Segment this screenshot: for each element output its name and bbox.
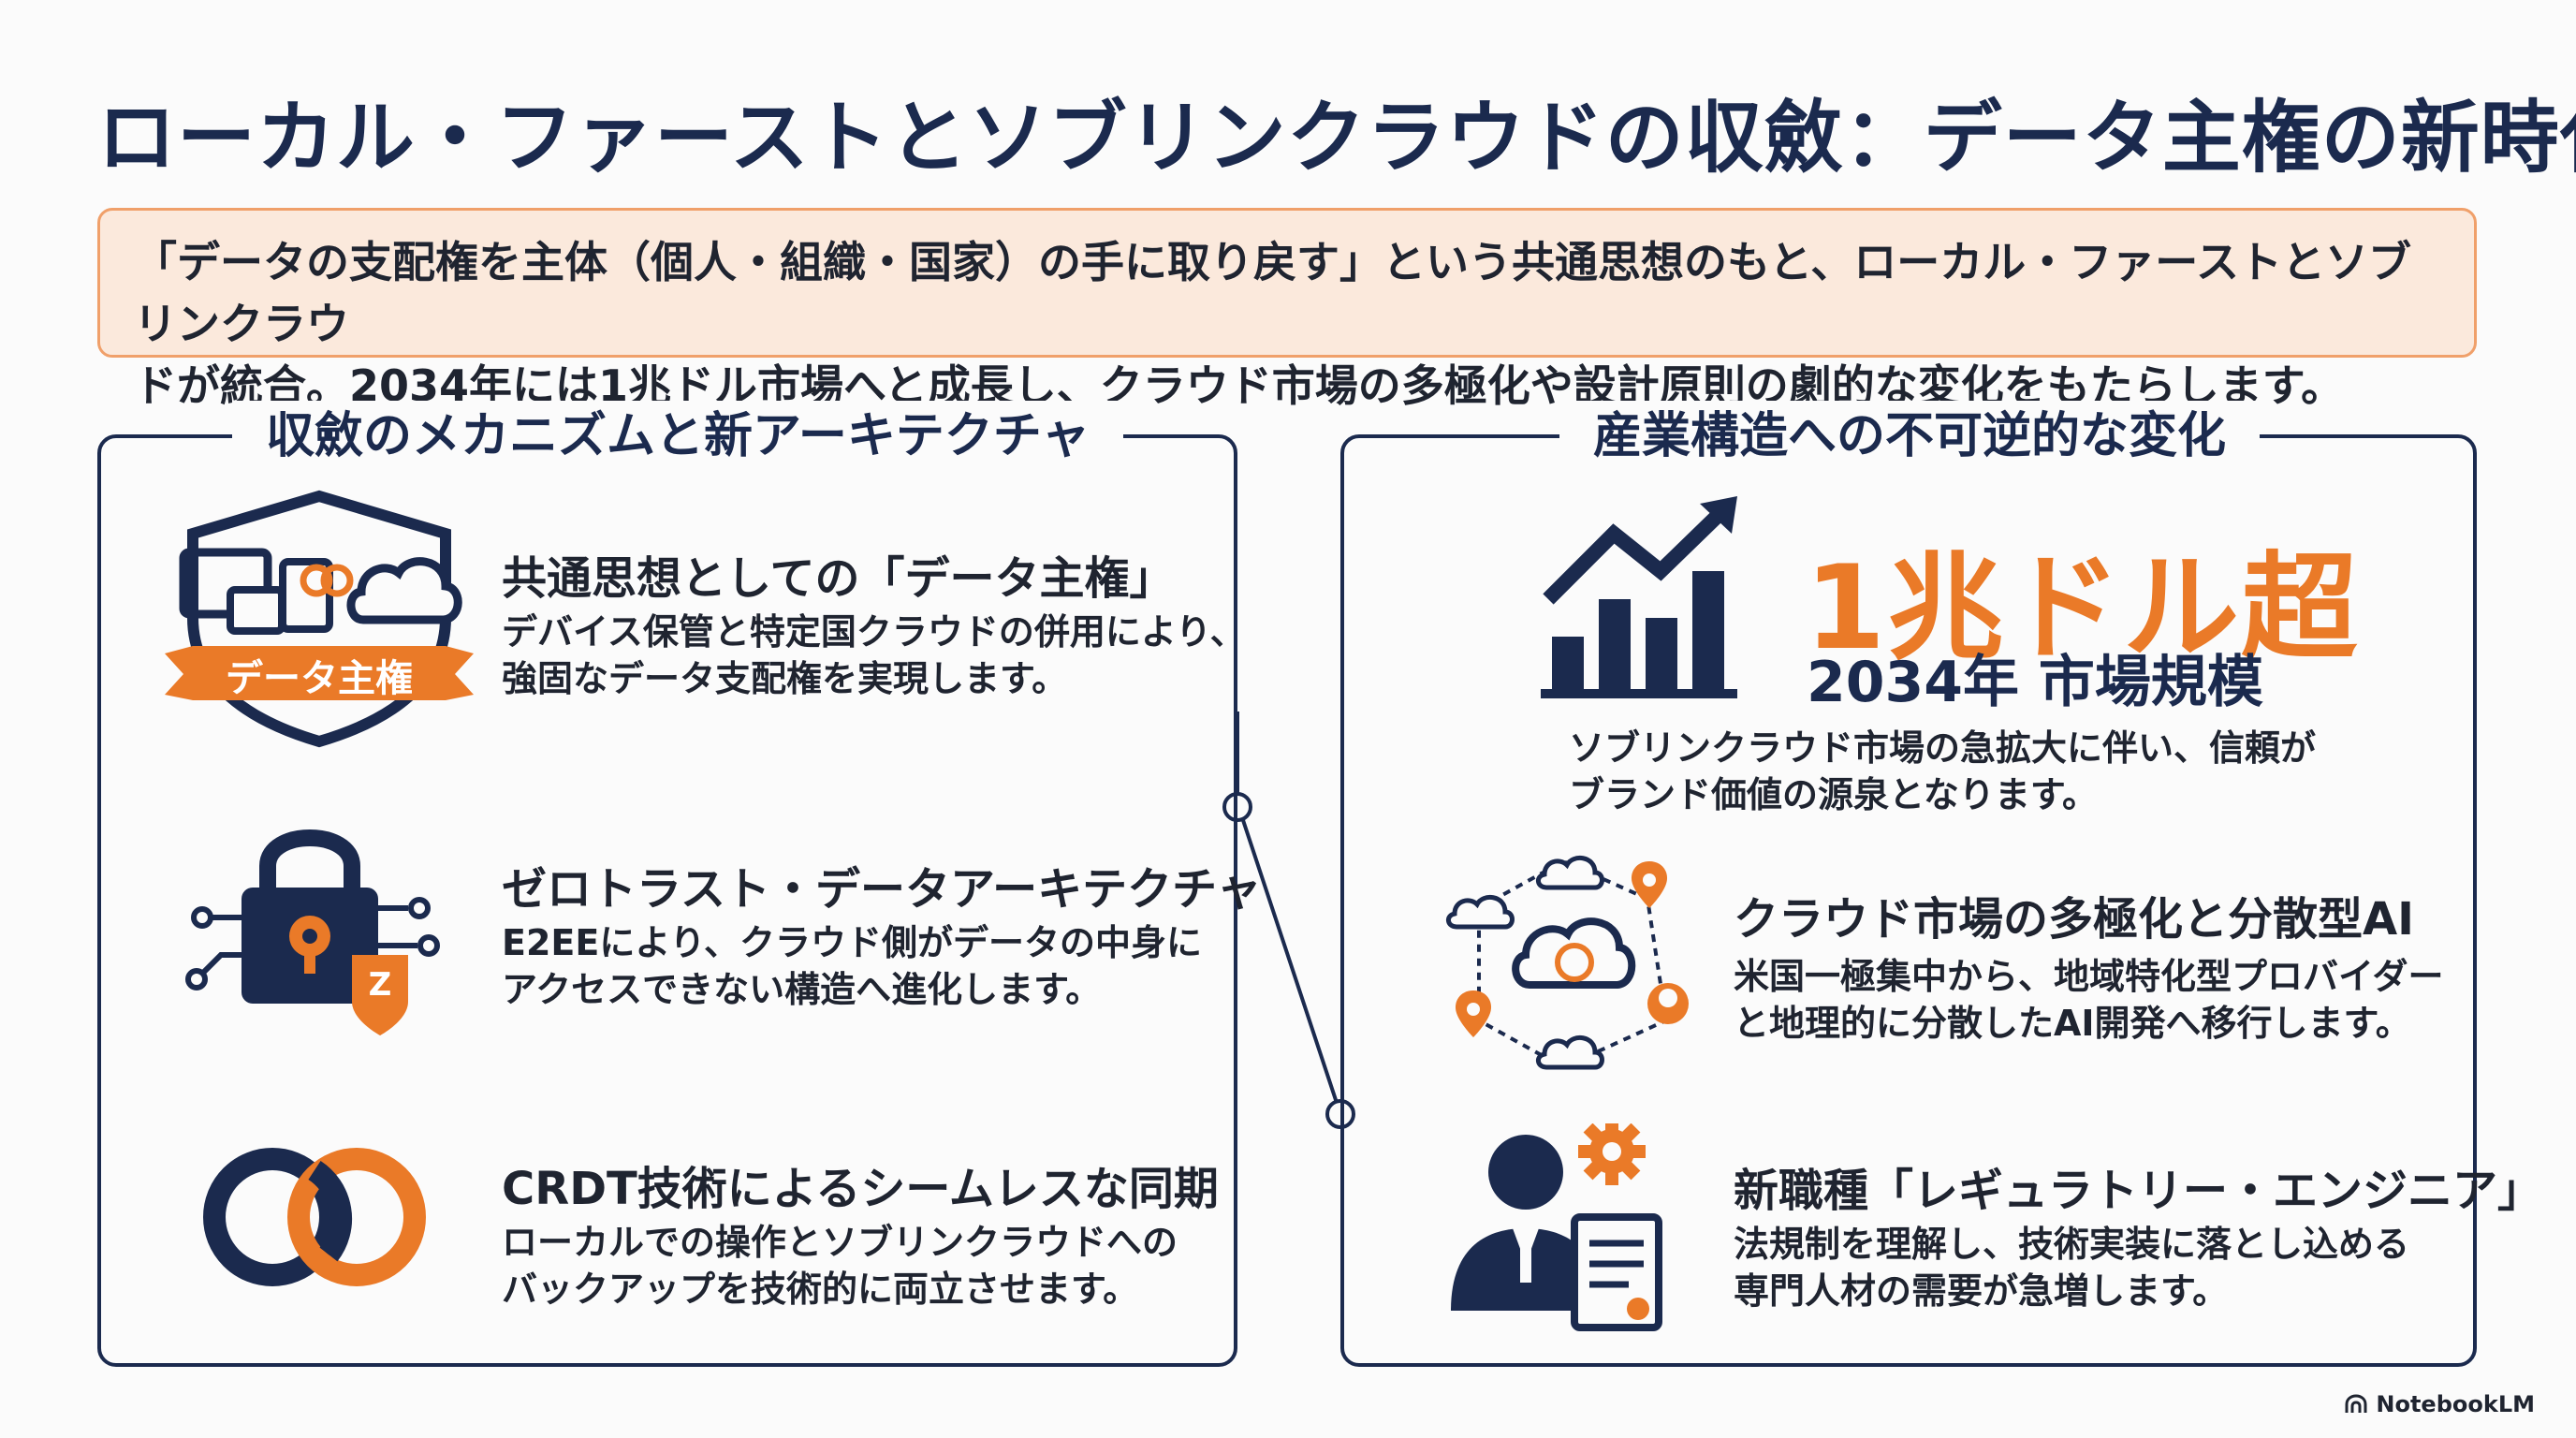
item-desc-multipolar-2: と地理的に分散したAI開発へ移行します。 [1734,1003,2411,1044]
item-heading-zerotrust: ゼロトラスト・データアーキテクチャ [502,863,1262,916]
item-heading-crdt: CRDT技術によるシームレスな同期 [502,1163,1219,1215]
item-desc-zerotrust-2: アクセスできない構造へ進化します。 [502,969,1102,1010]
interlocking-rings-icon [203,1148,426,1286]
zero-trust-badge: Z [368,966,392,1004]
summary-line-1: 「データの支配権を主体（個人・組織・国家）の手に取り戻す」という共通思想のもと、… [134,237,2411,349]
notebooklm-logo-icon [2345,1394,2367,1413]
item-desc-zerotrust-1: E2EEにより、クラウド側がデータの中身に [502,922,1203,963]
footer-brand-text: NotebookLM [2376,1391,2535,1417]
market-desc-1: ソブリンクラウド市場の急拡大に伴い、信頼が [1569,727,2317,769]
item-desc-sovereignty-2: 強固なデータ支配権を実現します。 [502,658,1068,699]
market-size-label: 2034年 市場規模 [1807,650,2263,715]
item-heading-regulatory: 新職種「レギュラトリー・エンジニア」 [1734,1165,2543,1217]
distributed-cloud-network-icon [1446,856,1689,1070]
item-desc-crdt-2: バックアップを技術的に両立させます。 [502,1269,1139,1310]
item-desc-regulatory-2: 専門人材の需要が急増します。 [1734,1270,2229,1312]
padlock-circuit-icon [185,829,440,1035]
mechanism-panel: 収斂のメカニズムと新アーキテクチャ [97,401,1237,1367]
market-value: 1兆ドル超 [1805,541,2360,676]
item-desc-regulatory-1: 法規制を理解し、技術実装に落とし込める [1734,1224,2410,1265]
market-desc-2: ブランド価値の源泉となります。 [1569,774,2099,815]
page-title: ローカル・ファーストとソブリンクラウドの収斂：データ主権の新時代 [97,92,2576,183]
industry-panel: 産業構造への不可逆的な変化 [1340,401,2477,1367]
footer-brand: NotebookLM [2344,1391,2535,1417]
item-desc-sovereignty-1: デバイス保管と特定国クラウドの併用により、 [502,611,1246,653]
growth-chart-icon [1541,496,1737,698]
mechanism-panel-title: 収斂のメカニズムと新アーキテクチャ [232,401,1124,472]
item-heading-multipolar: クラウド市場の多極化と分散型AI [1734,893,2415,946]
industry-panel-title: 産業構造への不可逆的な変化 [1559,401,2261,472]
item-desc-multipolar-1: 米国一極集中から、地域特化型プロバイダー [1734,956,2444,997]
item-heading-sovereignty: 共通思想としての「データ主権」 [502,552,1175,605]
shield-devices-cloud-icon [165,490,474,748]
item-desc-crdt-1: ローカルでの操作とソブリンクラウドへの [502,1222,1178,1263]
engineer-document-gear-icon [1451,1123,1662,1331]
data-sovereignty-badge: データ主権 [226,657,413,700]
summary-box: 「データの支配権を主体（個人・組織・国家）の手に取り戻す」という共通思想のもと、… [97,208,2477,411]
